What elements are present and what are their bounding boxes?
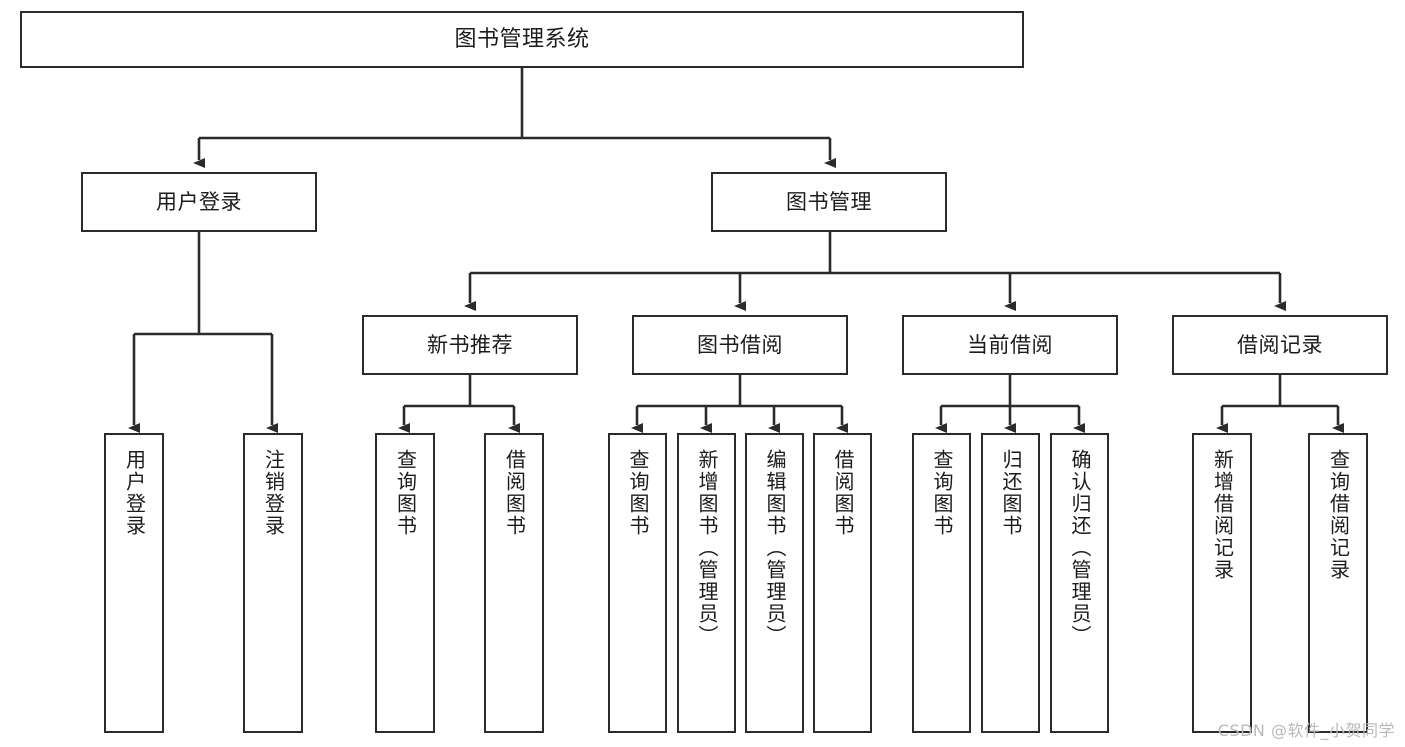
- node-label: 查询图书: [930, 449, 954, 537]
- node-label: 归还图书: [999, 449, 1023, 537]
- node-user-login[interactable]: 用户登录: [81, 172, 317, 232]
- leaf-borrow-borrow-book[interactable]: 借阅图书: [813, 433, 872, 733]
- leaf-current-query-book[interactable]: 查询图书: [912, 433, 971, 733]
- node-label: 新增借阅记录: [1210, 449, 1235, 581]
- node-label: 当前借阅: [967, 332, 1053, 357]
- node-label: 确认归还（管理员）: [1068, 449, 1092, 647]
- node-borrow-records[interactable]: 借阅记录: [1172, 315, 1388, 375]
- node-new-book-recommend[interactable]: 新书推荐: [362, 315, 578, 375]
- leaf-current-confirm-return-admin[interactable]: 确认归还（管理员）: [1050, 433, 1109, 733]
- node-label: 编辑图书（管理员）: [763, 449, 787, 647]
- leaf-records-query-record[interactable]: 查询借阅记录: [1308, 433, 1368, 733]
- node-label: 借阅图书: [502, 449, 527, 537]
- node-label: 查询借阅记录: [1326, 449, 1351, 581]
- node-label: 图书管理: [786, 189, 872, 214]
- leaf-recommend-borrow-book[interactable]: 借阅图书: [484, 433, 544, 733]
- node-label: 用户登录: [122, 449, 147, 537]
- leaf-records-add-record[interactable]: 新增借阅记录: [1192, 433, 1252, 733]
- node-book-borrow[interactable]: 图书借阅: [632, 315, 848, 375]
- node-label: 借阅记录: [1237, 332, 1323, 357]
- node-label: 查询图书: [393, 449, 418, 537]
- leaf-recommend-query-book[interactable]: 查询图书: [375, 433, 435, 733]
- leaf-borrow-add-book-admin[interactable]: 新增图书（管理员）: [677, 433, 736, 733]
- node-label: 查询图书: [626, 449, 650, 537]
- node-current-borrow[interactable]: 当前借阅: [902, 315, 1118, 375]
- node-label: 图书借阅: [697, 332, 783, 357]
- node-label: 新书推荐: [427, 332, 513, 357]
- leaf-borrow-edit-book-admin[interactable]: 编辑图书（管理员）: [745, 433, 804, 733]
- node-label: 借阅图书: [831, 449, 855, 537]
- node-label: 新增图书（管理员）: [695, 449, 719, 647]
- node-root-system[interactable]: 图书管理系统: [20, 11, 1024, 68]
- leaf-user-login-logout[interactable]: 注销登录: [243, 433, 303, 733]
- node-label: 用户登录: [156, 189, 242, 214]
- leaf-borrow-query-book[interactable]: 查询图书: [608, 433, 667, 733]
- node-book-management[interactable]: 图书管理: [711, 172, 947, 232]
- node-label: 注销登录: [261, 449, 286, 537]
- leaf-current-return-book[interactable]: 归还图书: [981, 433, 1040, 733]
- node-label: 图书管理系统: [454, 26, 590, 52]
- leaf-user-login-login[interactable]: 用户登录: [104, 433, 164, 733]
- watermark-text: CSDN @软件_小贺同学: [1217, 721, 1395, 740]
